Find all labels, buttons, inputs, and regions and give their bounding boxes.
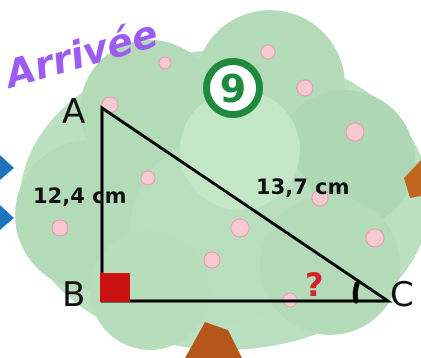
unknown-angle-mark: ? — [305, 266, 324, 304]
arrow-tip-left-lower — [0, 205, 14, 230]
arrow-tip-left — [0, 155, 14, 180]
badge-face — [210, 65, 256, 111]
vertex-label-b: B — [62, 275, 85, 315]
angle-arc-c — [352, 281, 360, 304]
vertex-label-a: A — [62, 92, 85, 132]
trunk-shape-right — [404, 160, 421, 198]
level-badge: 9 — [203, 58, 263, 118]
trunk-shape — [185, 322, 242, 358]
side-length-ab: 12,4 cm — [33, 184, 126, 208]
level-number: 9 — [220, 67, 246, 111]
right-triangle — [100, 105, 393, 303]
side-length-ac: 13,7 cm — [256, 175, 349, 199]
vertex-label-c: C — [390, 275, 414, 315]
right-angle-marker — [100, 273, 130, 302]
